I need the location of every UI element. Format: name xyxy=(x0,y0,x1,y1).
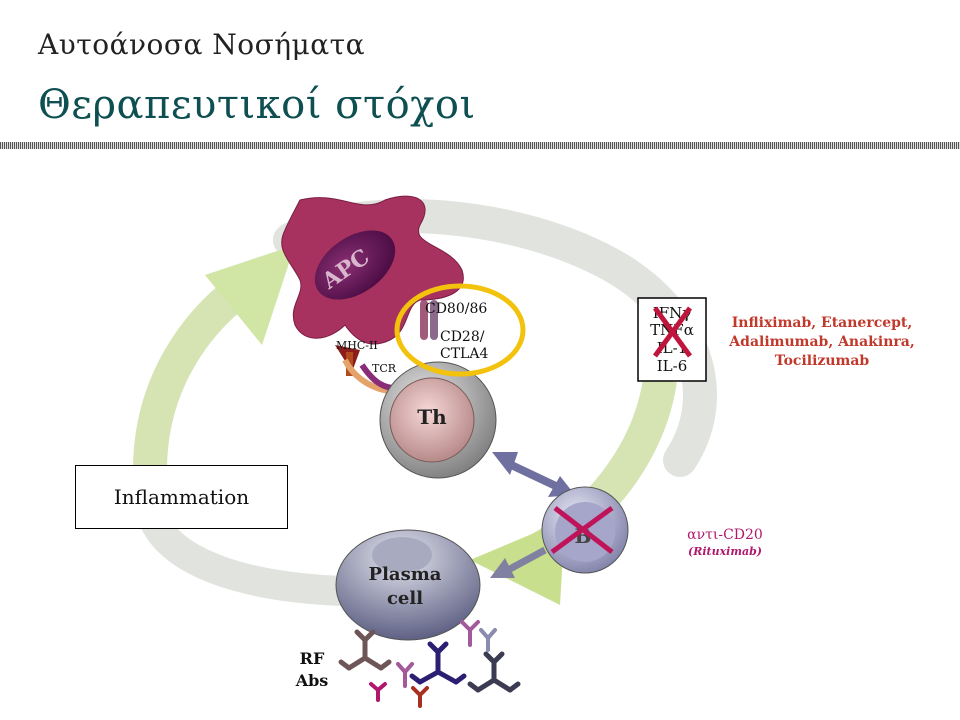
plasma-label-line1: Plasma xyxy=(369,564,442,585)
immune-cycle-diagram: APC MHC-II TCR Th CD80/86 CD28/ CTLA4 B xyxy=(133,195,915,708)
inflammation-label: Inflammation xyxy=(113,485,250,509)
rituximab-label: (Rituximab) xyxy=(688,545,762,558)
plasma-cell: Plasma cell xyxy=(335,529,481,641)
th-label: Th xyxy=(417,405,447,429)
inflammation-box: Inflammation xyxy=(75,465,288,529)
costimulation-highlight-ring xyxy=(394,283,526,377)
rf-label-line1: RF xyxy=(300,649,325,668)
mhc-label: MHC-II xyxy=(336,339,378,352)
plasma-label-line2: cell xyxy=(387,588,423,609)
b-cell-x-mark xyxy=(550,505,614,555)
cytokines-x-mark xyxy=(652,306,693,358)
cytokine-il6: IL-6 xyxy=(657,357,688,375)
apc-cell: APC xyxy=(281,195,464,345)
cd80-label: CD80/86 xyxy=(425,301,487,317)
ctla4-label: CTLA4 xyxy=(440,346,488,362)
th-b-double-arrow xyxy=(492,452,575,497)
th-cell: Th xyxy=(379,361,497,479)
drug-names-line3: Tocilizumab xyxy=(775,353,870,369)
b-cell: B xyxy=(541,486,629,574)
drug-names-line2: Adalimumab, Anakinra, xyxy=(728,334,914,350)
b-to-plasma-arrow xyxy=(490,546,547,578)
drug-names-line1: Infliximab, Etanercept, xyxy=(732,315,913,331)
cytokines-box: IFNγ TNFα IL-1 IL-6 xyxy=(637,297,707,382)
slide-title: Αυτοάνοσα Νοσήματα xyxy=(38,28,366,61)
rf-label-line2: Abs xyxy=(295,671,329,690)
anti-cd20-label: αντι-CD20 xyxy=(687,527,763,543)
slide-subtitle: Θεραπευτικοί στόχοι xyxy=(38,82,476,128)
cd28-label: CD28/ xyxy=(440,329,485,345)
antibodies xyxy=(338,620,521,708)
tcr-label: TCR xyxy=(372,362,397,375)
title-divider xyxy=(0,142,960,149)
